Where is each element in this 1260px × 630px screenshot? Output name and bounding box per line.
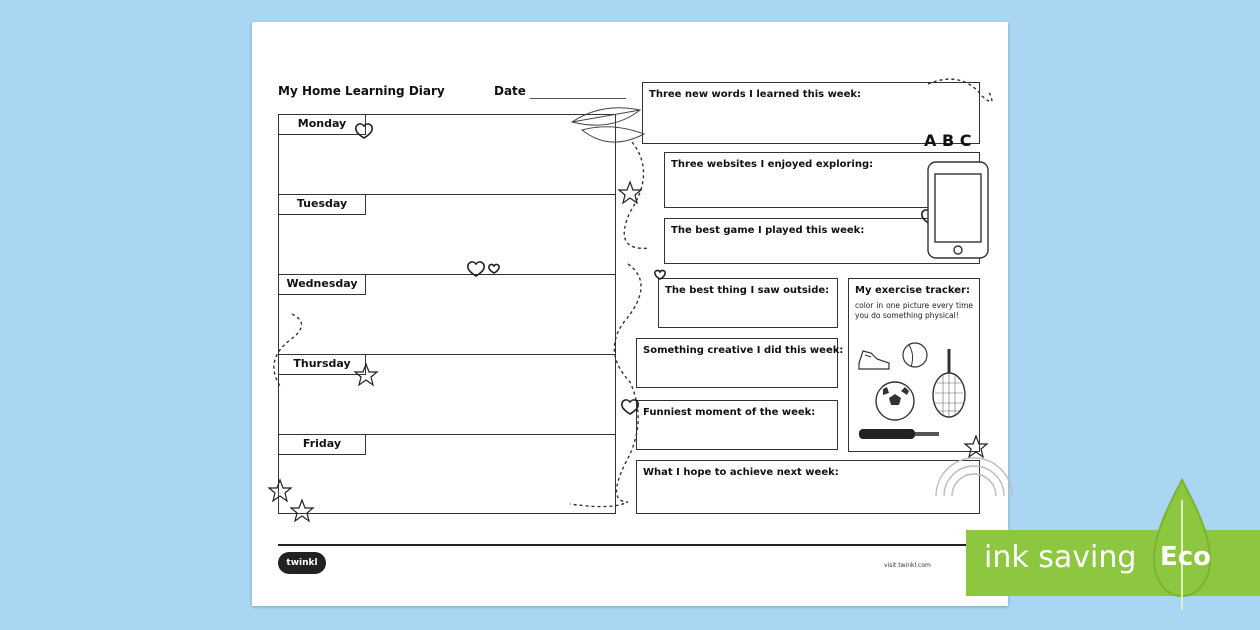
page-title: My Home Learning Diary	[278, 84, 445, 98]
footer-line	[278, 544, 982, 546]
days-table: Monday Tuesday Wednesday Thursday Friday	[278, 114, 616, 514]
panel-best-game-label: The best game I played this week:	[671, 225, 865, 236]
ink-saving-text: ink saving	[984, 540, 1137, 575]
panel-creative: Something creative I did this week:	[636, 338, 843, 388]
eco-text: Eco	[1160, 542, 1212, 572]
day-row-wednesday: Wednesday	[279, 275, 615, 355]
day-row-friday: Friday	[279, 435, 615, 515]
twinkl-logo: twinkl	[278, 552, 326, 574]
panel-outside: The best thing I saw outside:	[658, 278, 838, 328]
football-icon	[875, 381, 915, 421]
panel-funniest-label: Funniest moment of the week:	[643, 407, 816, 418]
star-icon	[267, 180, 989, 523]
exercise-title: My exercise tracker:	[855, 285, 970, 296]
date-line	[530, 98, 626, 99]
panel-websites-label: Three websites I enjoyed exploring:	[671, 159, 874, 170]
day-label-tuesday: Tuesday	[279, 195, 366, 215]
worksheet-page: My Home Learning Diary Date Monday Tuesd…	[252, 22, 1013, 606]
day-row-thursday: Thursday	[279, 355, 615, 435]
date-label: Date	[494, 84, 526, 98]
panel-new-words: Three new words I learned this week:	[642, 82, 980, 144]
rainbow-icon	[935, 457, 1013, 497]
sports-icons	[858, 342, 966, 439]
abc-letters: A B C	[924, 131, 971, 150]
panel-exercise-tracker: My exercise tracker: color in one pictur…	[848, 278, 980, 452]
exercise-instructions: color in one picture every time you do s…	[855, 301, 973, 320]
panel-hope: What I hope to achieve next week:	[636, 460, 980, 514]
decorations: A B C	[267, 78, 1013, 523]
cricket-bat-icon	[859, 429, 939, 439]
cricket-ball-icon	[902, 342, 928, 368]
dotted-path-icon	[273, 78, 993, 508]
day-label-wednesday: Wednesday	[279, 275, 366, 295]
panel-hope-label: What I hope to achieve next week:	[643, 467, 839, 478]
heart-icon	[355, 123, 939, 415]
leaf-icon	[570, 107, 646, 143]
tennis-racket-icon	[932, 349, 966, 418]
leaf-drop-icon	[1152, 477, 1212, 610]
footer-url: visit twinkl.com	[884, 562, 931, 569]
panel-funniest: Funniest moment of the week:	[636, 400, 838, 450]
day-row-monday: Monday	[279, 115, 615, 195]
day-label-friday: Friday	[279, 435, 366, 455]
panel-creative-label: Something creative I did this week:	[643, 345, 844, 356]
panel-new-words-label: Three new words I learned this week:	[649, 89, 862, 100]
sneaker-icon	[858, 350, 890, 370]
day-label-monday: Monday	[279, 115, 366, 135]
phone-icon	[927, 161, 989, 259]
panel-outside-label: The best thing I saw outside:	[665, 285, 830, 296]
ink-saving-badge	[966, 530, 1260, 596]
day-row-tuesday: Tuesday	[279, 195, 615, 275]
day-label-thursday: Thursday	[279, 355, 366, 375]
